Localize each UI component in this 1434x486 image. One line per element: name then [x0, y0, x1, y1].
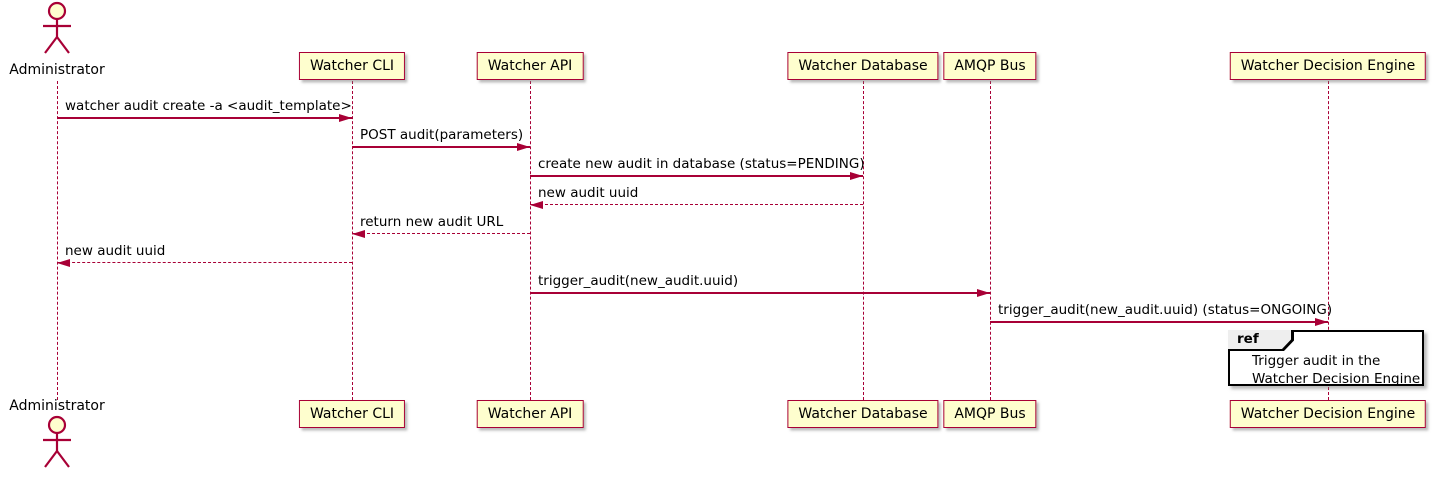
actor-figure-top-administrator [37, 1, 77, 63]
person-icon [43, 1, 71, 54]
lifeline-administrator [57, 81, 58, 400]
message-line-3 [530, 175, 863, 177]
participant-bottom-watcher-cli: Watcher CLI [298, 400, 406, 428]
message-arrowhead-5 [352, 229, 365, 238]
ref-text-line-1: Trigger audit in the [1252, 353, 1381, 369]
message-line-7 [530, 292, 990, 294]
ref-fragment-tab: ref [1228, 330, 1294, 351]
message-label-2: POST audit(parameters) [360, 127, 524, 143]
message-line-4 [530, 204, 863, 205]
message-label-3: create new audit in database (status=PEN… [538, 156, 865, 172]
lifeline-watcher-database [863, 81, 864, 400]
message-arrowhead-3 [850, 171, 863, 180]
message-line-2 [352, 146, 530, 148]
message-label-1: watcher audit create -a <audit_template> [65, 98, 352, 114]
message-label-4: new audit uuid [538, 185, 639, 201]
participant-top-watcher-cli: Watcher CLI [298, 52, 406, 80]
message-arrowhead-8 [1315, 317, 1328, 326]
actor-label-top-administrator: Administrator [9, 62, 105, 78]
message-label-7: trigger_audit(new_audit.uuid) [538, 273, 739, 289]
ref-text-line-2: Watcher Decision Engine [1252, 371, 1421, 387]
actor-label-bottom-administrator: Administrator [9, 398, 105, 414]
participant-top-watcher-api: Watcher API [476, 52, 584, 80]
message-label-5: return new audit URL [360, 214, 504, 230]
participant-top-amqp-bus: AMQP Bus [943, 52, 1037, 80]
message-line-6 [57, 262, 352, 263]
message-arrowhead-2 [517, 142, 530, 151]
participant-top-watcher-decision-engine: Watcher Decision Engine [1229, 52, 1427, 80]
lifeline-watcher-decision-engine [1328, 81, 1329, 400]
message-arrowhead-4 [530, 200, 543, 209]
participant-top-watcher-database: Watcher Database [787, 52, 939, 80]
participant-bottom-watcher-decision-engine: Watcher Decision Engine [1229, 400, 1427, 428]
message-line-8 [990, 321, 1328, 323]
person-icon [43, 415, 71, 468]
lifeline-watcher-api [530, 81, 531, 400]
actor-figure-bottom-administrator [37, 415, 77, 477]
participant-bottom-watcher-api: Watcher API [476, 400, 584, 428]
message-arrowhead-7 [977, 288, 990, 297]
participant-bottom-amqp-bus: AMQP Bus [943, 400, 1037, 428]
message-arrowhead-1 [339, 113, 352, 122]
lifeline-watcher-cli [352, 81, 353, 400]
message-line-5 [352, 233, 530, 234]
ref-keyword: ref [1228, 330, 1291, 349]
message-label-6: new audit uuid [65, 243, 166, 259]
participant-bottom-watcher-database: Watcher Database [787, 400, 939, 428]
message-line-1 [57, 117, 352, 119]
message-arrowhead-6 [57, 258, 70, 267]
message-label-8: trigger_audit(new_audit.uuid) (status=ON… [998, 302, 1333, 318]
lifeline-amqp-bus [990, 81, 991, 400]
